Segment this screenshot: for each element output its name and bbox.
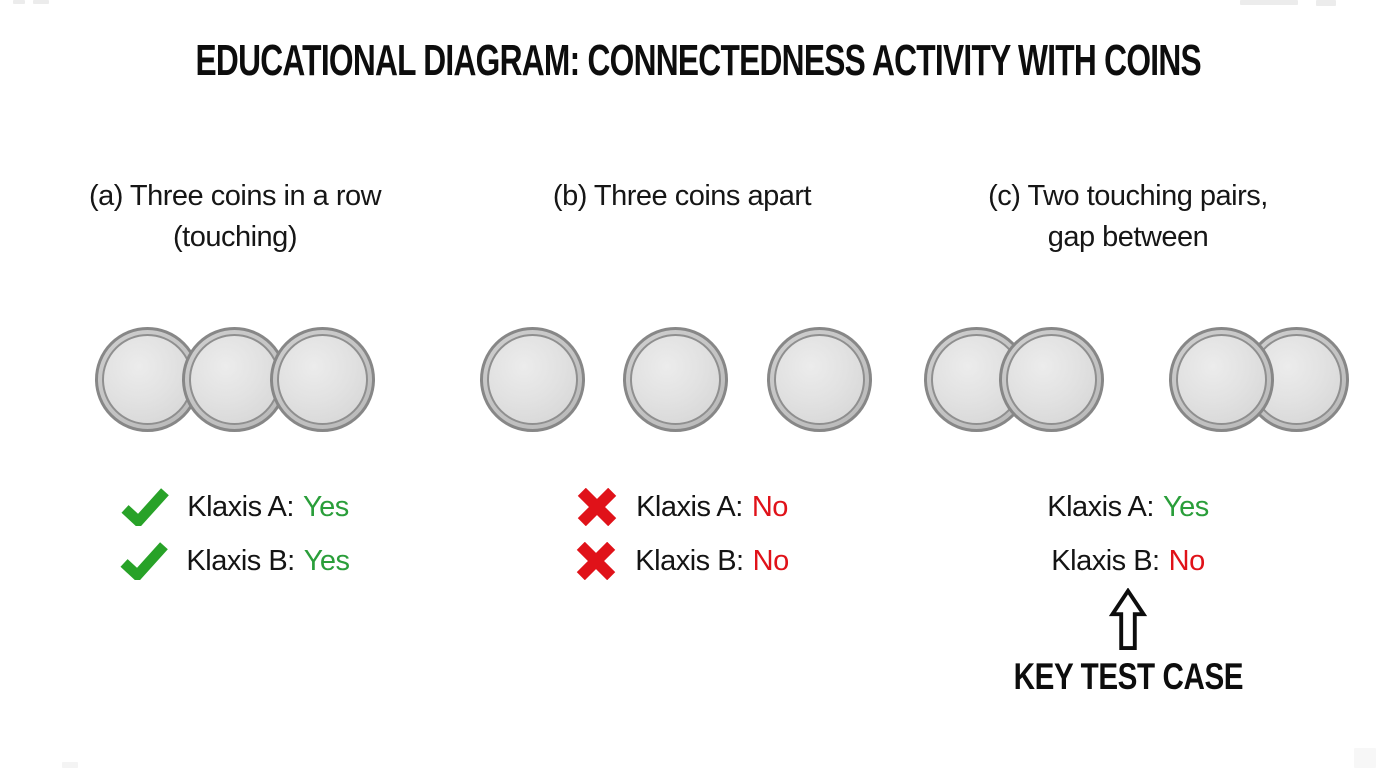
result-label: Klaxis B: [186, 544, 295, 577]
panel-c-heading-line2: gap between [1047, 221, 1209, 253]
result-label: Klaxis A: [1047, 490, 1154, 523]
key-test-case-label-wrap: KEY TEST CASE [908, 656, 1348, 698]
key-test-case-pointer [908, 587, 1348, 657]
edge-artifact [33, 0, 49, 4]
edge-artifact [62, 762, 78, 768]
result-row: Klaxis A: Yes [15, 480, 455, 534]
panel-b-heading-line1: (b) Three coins apart [552, 180, 812, 212]
page-title: EDUCATIONAL DIAGRAM: CONNECTEDNESS ACTIV… [195, 36, 1201, 85]
result-row: Klaxis B: No [462, 534, 902, 588]
check-icon [121, 488, 170, 526]
result-row: Klaxis B: Yes [15, 534, 455, 588]
edge-artifact [1240, 0, 1298, 5]
coin [480, 327, 585, 432]
result-value: Yes [302, 490, 349, 523]
cross-icon [576, 488, 618, 526]
result-value: Yes [303, 544, 350, 577]
result-row: Klaxis A: No [462, 480, 902, 534]
up-arrow-icon [1108, 587, 1148, 656]
edge-artifact [1354, 748, 1376, 768]
result-value: No [751, 490, 789, 523]
panel-a-results: Klaxis A: Yes Klaxis B: Yes [15, 480, 455, 588]
panel-a-heading-line2: (touching) [173, 221, 297, 253]
coin [270, 327, 375, 432]
result-label: Klaxis A: [636, 490, 743, 523]
result-value: No [752, 544, 790, 577]
coin [182, 327, 287, 432]
result-value: Yes [1162, 490, 1209, 523]
coin [1169, 327, 1274, 432]
result-label: Klaxis B: [1051, 544, 1160, 577]
diagram-header: EDUCATIONAL DIAGRAM: CONNECTEDNESS ACTIV… [0, 36, 1376, 86]
coin [623, 327, 728, 432]
cross-icon [575, 542, 617, 580]
panel-b-results: Klaxis A: No Klaxis B: No [462, 480, 902, 588]
check-icon [120, 542, 169, 580]
panel-b-heading: (b) Three coins apart [462, 176, 902, 217]
result-row: Klaxis B: No [908, 534, 1348, 588]
key-test-case-label: KEY TEST CASE [1013, 656, 1243, 697]
panel-c-results: Klaxis A: Yes Klaxis B: No [908, 480, 1348, 588]
edge-artifact [13, 0, 25, 4]
result-row: Klaxis A: Yes [908, 480, 1348, 534]
panel-a-heading-line1: (a) Three coins in a row [88, 180, 382, 212]
result-label: Klaxis A: [187, 490, 294, 523]
result-label: Klaxis B: [635, 544, 744, 577]
panel-a-heading: (a) Three coins in a row (touching) [15, 176, 455, 258]
coin [767, 327, 872, 432]
coin [999, 327, 1104, 432]
panel-c-heading: (c) Two touching pairs, gap between [908, 176, 1348, 258]
result-value: No [1168, 544, 1206, 577]
panel-c-heading-line1: (c) Two touching pairs, [988, 180, 1268, 212]
edge-artifact [1316, 0, 1336, 6]
